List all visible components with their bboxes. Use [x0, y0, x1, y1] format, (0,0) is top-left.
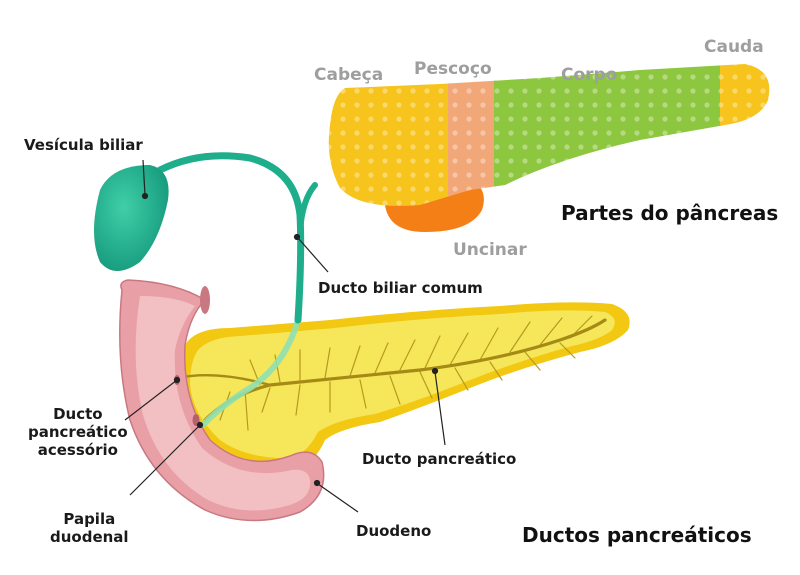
duodenum-opening [200, 286, 210, 314]
parts-diagram-title: Partes do pâncreas [561, 201, 779, 225]
common-bile-duct [156, 152, 305, 324]
label-corpo: Corpo [561, 65, 618, 85]
label-cauda: Cauda [704, 37, 764, 57]
main-pancreatic-duct [203, 318, 607, 422]
duodenum-inner [135, 296, 311, 511]
hepatic-duct [297, 182, 318, 235]
label-ducto-pancreatico-acessorio: Ducto pancreático acessório [28, 405, 128, 459]
gallbladder [94, 165, 169, 271]
label-vesicula-biliar: Vesícula biliar [24, 136, 143, 154]
common-bile-duct-inner [200, 317, 301, 428]
label-papila-duodenal: Papila duodenal [50, 510, 129, 546]
label-ducto-biliar-comum: Ducto biliar comum [318, 279, 483, 297]
pancreatic-duct-branches [219, 315, 593, 431]
label-pescoco: Pescoço [414, 59, 492, 79]
label-cabeca: Cabeça [314, 65, 384, 85]
ducts-diagram-title: Ductos pancreáticos [522, 523, 752, 547]
label-ducto-pancreatico: Ducto pancreático [362, 450, 517, 468]
pancreas-inner [190, 310, 615, 458]
leader-lines [124, 159, 446, 513]
label-duodeno: Duodeno [356, 522, 432, 540]
label-uncinar: Uncinar [453, 240, 527, 260]
